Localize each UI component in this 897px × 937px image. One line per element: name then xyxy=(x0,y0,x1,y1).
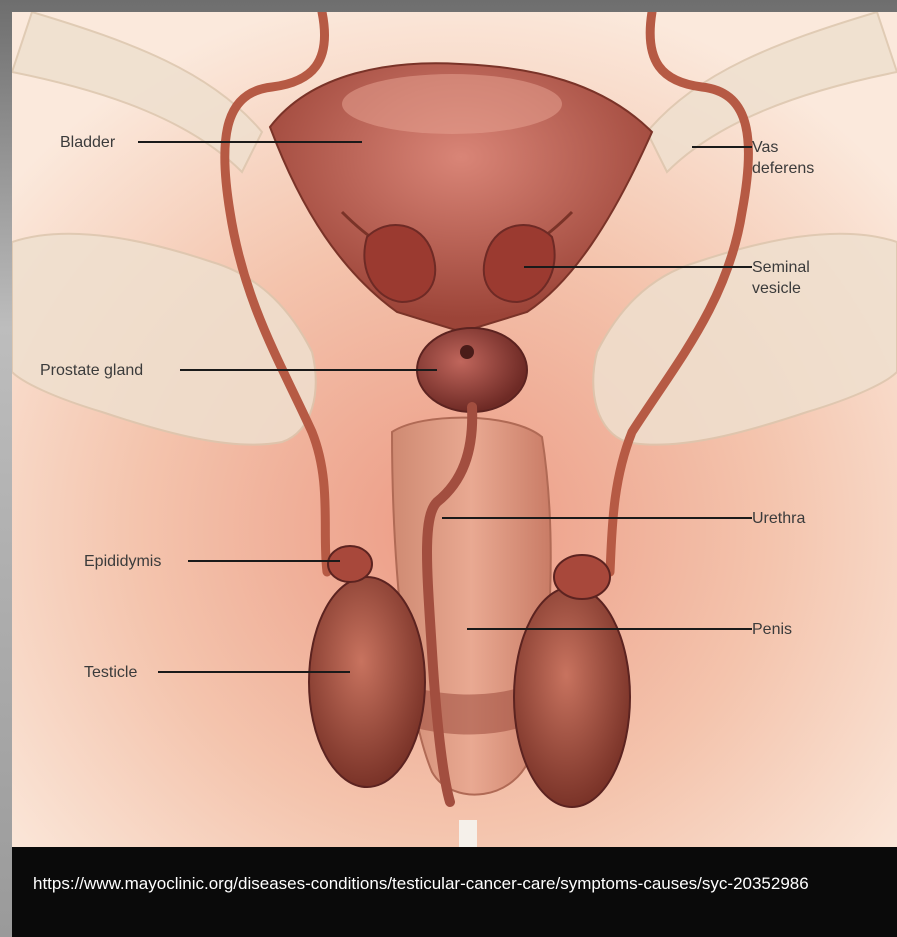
label-prostate-gland: Prostate gland xyxy=(40,360,143,381)
source-caption: https://www.mayoclinic.org/diseases-cond… xyxy=(12,847,897,937)
source-url-text: https://www.mayoclinic.org/diseases-cond… xyxy=(33,874,809,893)
left-testicle xyxy=(309,577,425,787)
label-epididymis: Epididymis xyxy=(84,551,161,572)
label-urethra: Urethra xyxy=(752,508,805,529)
label-testicle: Testicle xyxy=(84,662,137,683)
catheter-tube xyxy=(459,820,477,847)
anatomy-illustration: Bladder Vas deferens Seminal vesicle Pro… xyxy=(12,12,897,847)
label-vas-deferens: Vas deferens xyxy=(752,137,814,179)
label-bladder: Bladder xyxy=(60,132,115,153)
right-testicle xyxy=(514,587,630,807)
label-penis: Penis xyxy=(752,619,792,640)
label-seminal-vesicle: Seminal vesicle xyxy=(752,257,810,299)
